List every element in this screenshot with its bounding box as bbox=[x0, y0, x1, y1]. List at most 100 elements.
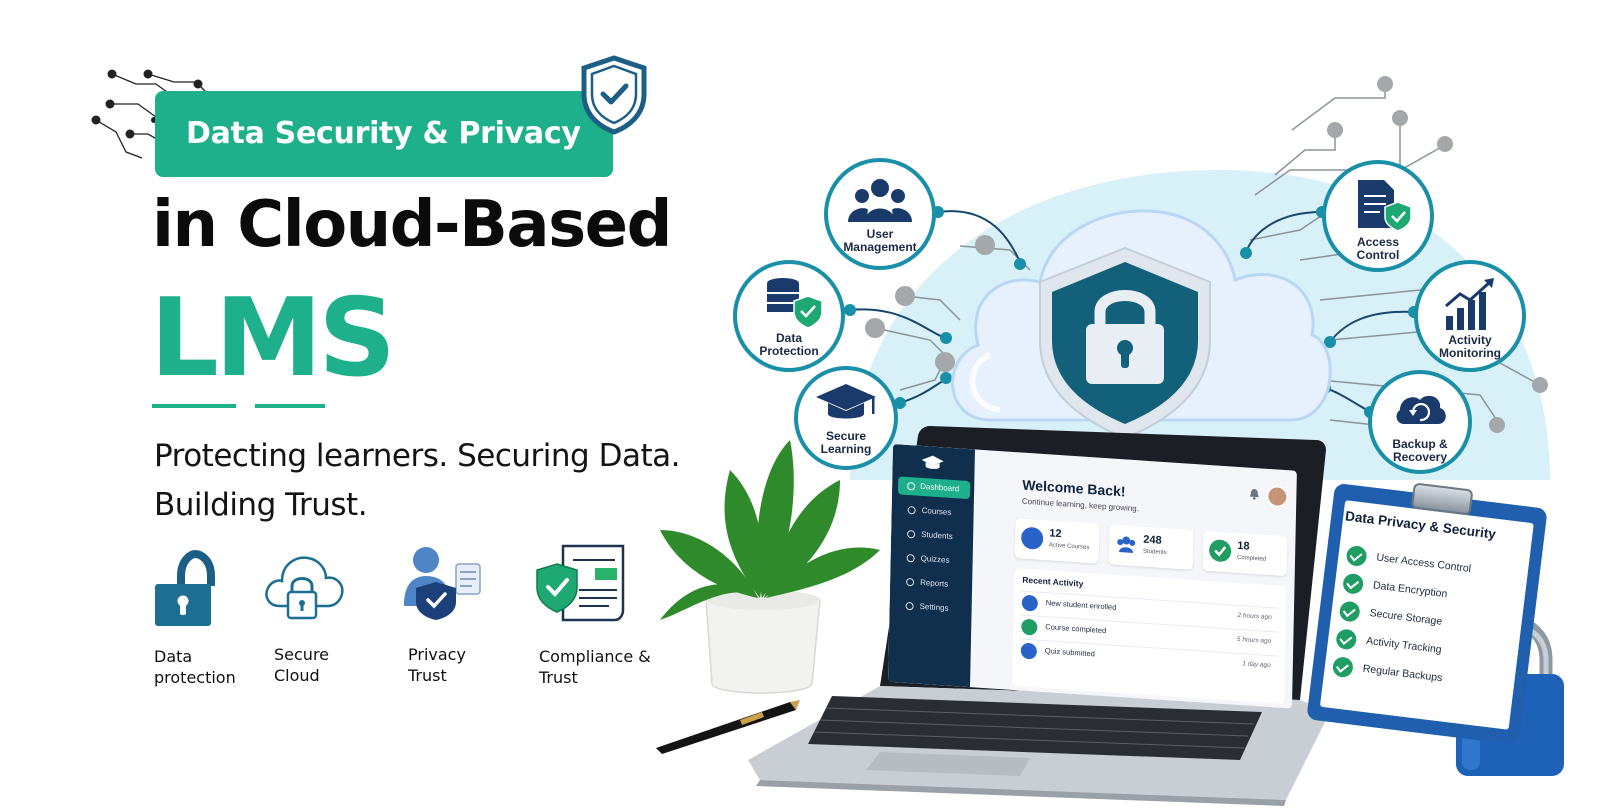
cloud-sync-icon bbox=[1396, 395, 1446, 424]
sidebar-item-reports[interactable]: Reports bbox=[904, 573, 968, 595]
sidebar-item-courses[interactable]: Courses bbox=[905, 501, 969, 523]
sidebar-item-students[interactable]: Students bbox=[905, 525, 969, 547]
users-icon bbox=[848, 179, 912, 222]
node-label: Control bbox=[1357, 248, 1400, 262]
sidebar-item-settings[interactable]: Settings bbox=[903, 597, 967, 619]
title-badge: Data Security & Privacy bbox=[155, 91, 613, 177]
sidebar-item-quizzes[interactable]: Quizzes bbox=[904, 549, 968, 571]
sidebar-item-label: Quizzes bbox=[920, 553, 950, 565]
stat-label: Active Courses bbox=[1048, 542, 1090, 552]
stat-label: Completed bbox=[1236, 554, 1267, 563]
sidebar-item-label: Dashboard bbox=[920, 481, 960, 494]
node-label: Backup & bbox=[1392, 437, 1448, 451]
avatar[interactable] bbox=[1266, 484, 1289, 509]
stat-value: 248 bbox=[1143, 533, 1162, 547]
potted-plant bbox=[660, 440, 880, 694]
check-icon bbox=[1335, 628, 1358, 651]
sidebar-item-dashboard[interactable]: Dashboard bbox=[897, 476, 971, 500]
graduation-cap-icon bbox=[921, 455, 944, 469]
check-icon bbox=[1331, 656, 1355, 679]
activity-text: Quiz submitted bbox=[1044, 646, 1095, 659]
feature-privacy-trust: Privacy Trust bbox=[400, 540, 530, 685]
document-check-icon bbox=[1358, 180, 1412, 232]
node-label: Learning bbox=[821, 442, 872, 456]
dashboard-main: Welcome Back! Continue learning, keep gr… bbox=[970, 449, 1297, 708]
gear-icon bbox=[905, 601, 914, 611]
title-underline bbox=[152, 404, 236, 408]
users-icon bbox=[1114, 532, 1138, 557]
bell-icon[interactable] bbox=[1248, 488, 1260, 501]
graduation-cap-icon bbox=[816, 384, 876, 419]
circuit-dots bbox=[865, 76, 1548, 433]
students-icon bbox=[907, 529, 916, 539]
activity-time: 1 day ago bbox=[1242, 660, 1271, 670]
bar-chart-icon bbox=[1445, 278, 1494, 330]
stat-value: 12 bbox=[1049, 527, 1062, 541]
tagline-line: Building Trust. bbox=[154, 487, 368, 523]
tagline-line: Protecting learners. Securing Data. bbox=[154, 438, 680, 474]
node-label: Management bbox=[843, 240, 916, 254]
user-icon bbox=[1021, 594, 1038, 612]
lms-dashboard-screen: Dashboard Courses Students Quizzes Repor… bbox=[888, 444, 1297, 709]
padlock-icon bbox=[155, 549, 215, 626]
node-label: Activity bbox=[1448, 333, 1492, 347]
sidebar: Dashboard Courses Students Quizzes Repor… bbox=[888, 444, 975, 688]
courses-icon bbox=[907, 505, 916, 515]
feature-label: Data protection bbox=[154, 647, 236, 687]
database-shield-icon bbox=[767, 278, 823, 329]
title-highlight: LMS bbox=[150, 276, 396, 401]
stat-card-courses: 12 Active Courses bbox=[1014, 518, 1100, 564]
welcome-heading: Welcome Back! bbox=[1022, 476, 1126, 500]
book-icon bbox=[1020, 526, 1044, 550]
feature-data-protection: Data protection bbox=[150, 540, 280, 687]
sidebar-item-label: Students bbox=[921, 529, 953, 541]
quiz-icon bbox=[1020, 642, 1037, 660]
node-label: Access bbox=[1357, 235, 1399, 249]
node-data-protection: Data Protection bbox=[733, 260, 845, 372]
node-label: User bbox=[867, 227, 894, 241]
check-circle-icon bbox=[1208, 539, 1232, 563]
tagline: Protecting learners. Securing Data. Buil… bbox=[154, 432, 714, 530]
user-shield-icon bbox=[404, 547, 481, 620]
check-icon bbox=[1345, 544, 1368, 568]
check-icon bbox=[1338, 600, 1361, 623]
privacy-checklist-clipboard: Data Privacy & Security User Access Cont… bbox=[1306, 482, 1548, 746]
activity-text: New student enrolled bbox=[1045, 598, 1117, 612]
feature-label: Compliance & Trust bbox=[539, 647, 651, 687]
node-label: Monitoring bbox=[1439, 346, 1501, 360]
sidebar-item-label: Settings bbox=[919, 601, 949, 613]
node-backup-recovery: Backup & Recovery bbox=[1368, 370, 1472, 474]
node-label: Data bbox=[776, 331, 802, 345]
stat-card-students: 248 Students bbox=[1108, 524, 1194, 570]
node-label: Recovery bbox=[1393, 450, 1447, 464]
dashboard-icon bbox=[907, 481, 916, 491]
feature-secure-cloud: Secure Cloud bbox=[262, 540, 392, 685]
node-access-control: Access Control bbox=[1322, 160, 1434, 272]
shield-lock-icon bbox=[1039, 246, 1211, 440]
cloud-lock-icon bbox=[265, 556, 344, 620]
node-activity-monitoring: Activity Monitoring bbox=[1414, 260, 1526, 372]
node-secure-learning: Secure Learning bbox=[794, 366, 898, 470]
reports-icon bbox=[906, 577, 915, 587]
pen bbox=[656, 700, 800, 754]
feature-compliance-trust: Compliance & Trust bbox=[535, 540, 665, 687]
check-icon bbox=[1341, 572, 1365, 595]
stat-label: Students bbox=[1142, 548, 1167, 557]
sidebar-item-label: Courses bbox=[921, 505, 952, 517]
sidebar-item-label: Reports bbox=[920, 577, 949, 589]
node-user-management: User Management bbox=[824, 158, 936, 270]
feature-label: Secure Cloud bbox=[274, 645, 330, 685]
recent-activity-panel: Recent Activity New student enrolled 2 h… bbox=[1012, 568, 1287, 704]
node-label: Secure bbox=[826, 429, 866, 443]
activity-time: 2 hours ago bbox=[1237, 611, 1272, 622]
activity-text: Course completed bbox=[1045, 622, 1107, 636]
node-label: Protection bbox=[759, 344, 818, 358]
stat-value: 18 bbox=[1237, 539, 1250, 553]
shield-check-icon bbox=[581, 55, 647, 135]
document-shield-icon bbox=[536, 544, 625, 622]
stat-card-completed: 18 Completed bbox=[1202, 530, 1288, 577]
activity-time: 5 hours ago bbox=[1236, 635, 1272, 646]
feature-label: Privacy Trust bbox=[408, 645, 466, 685]
title-underline bbox=[255, 404, 325, 408]
page-title: in Cloud-Based bbox=[152, 188, 672, 262]
